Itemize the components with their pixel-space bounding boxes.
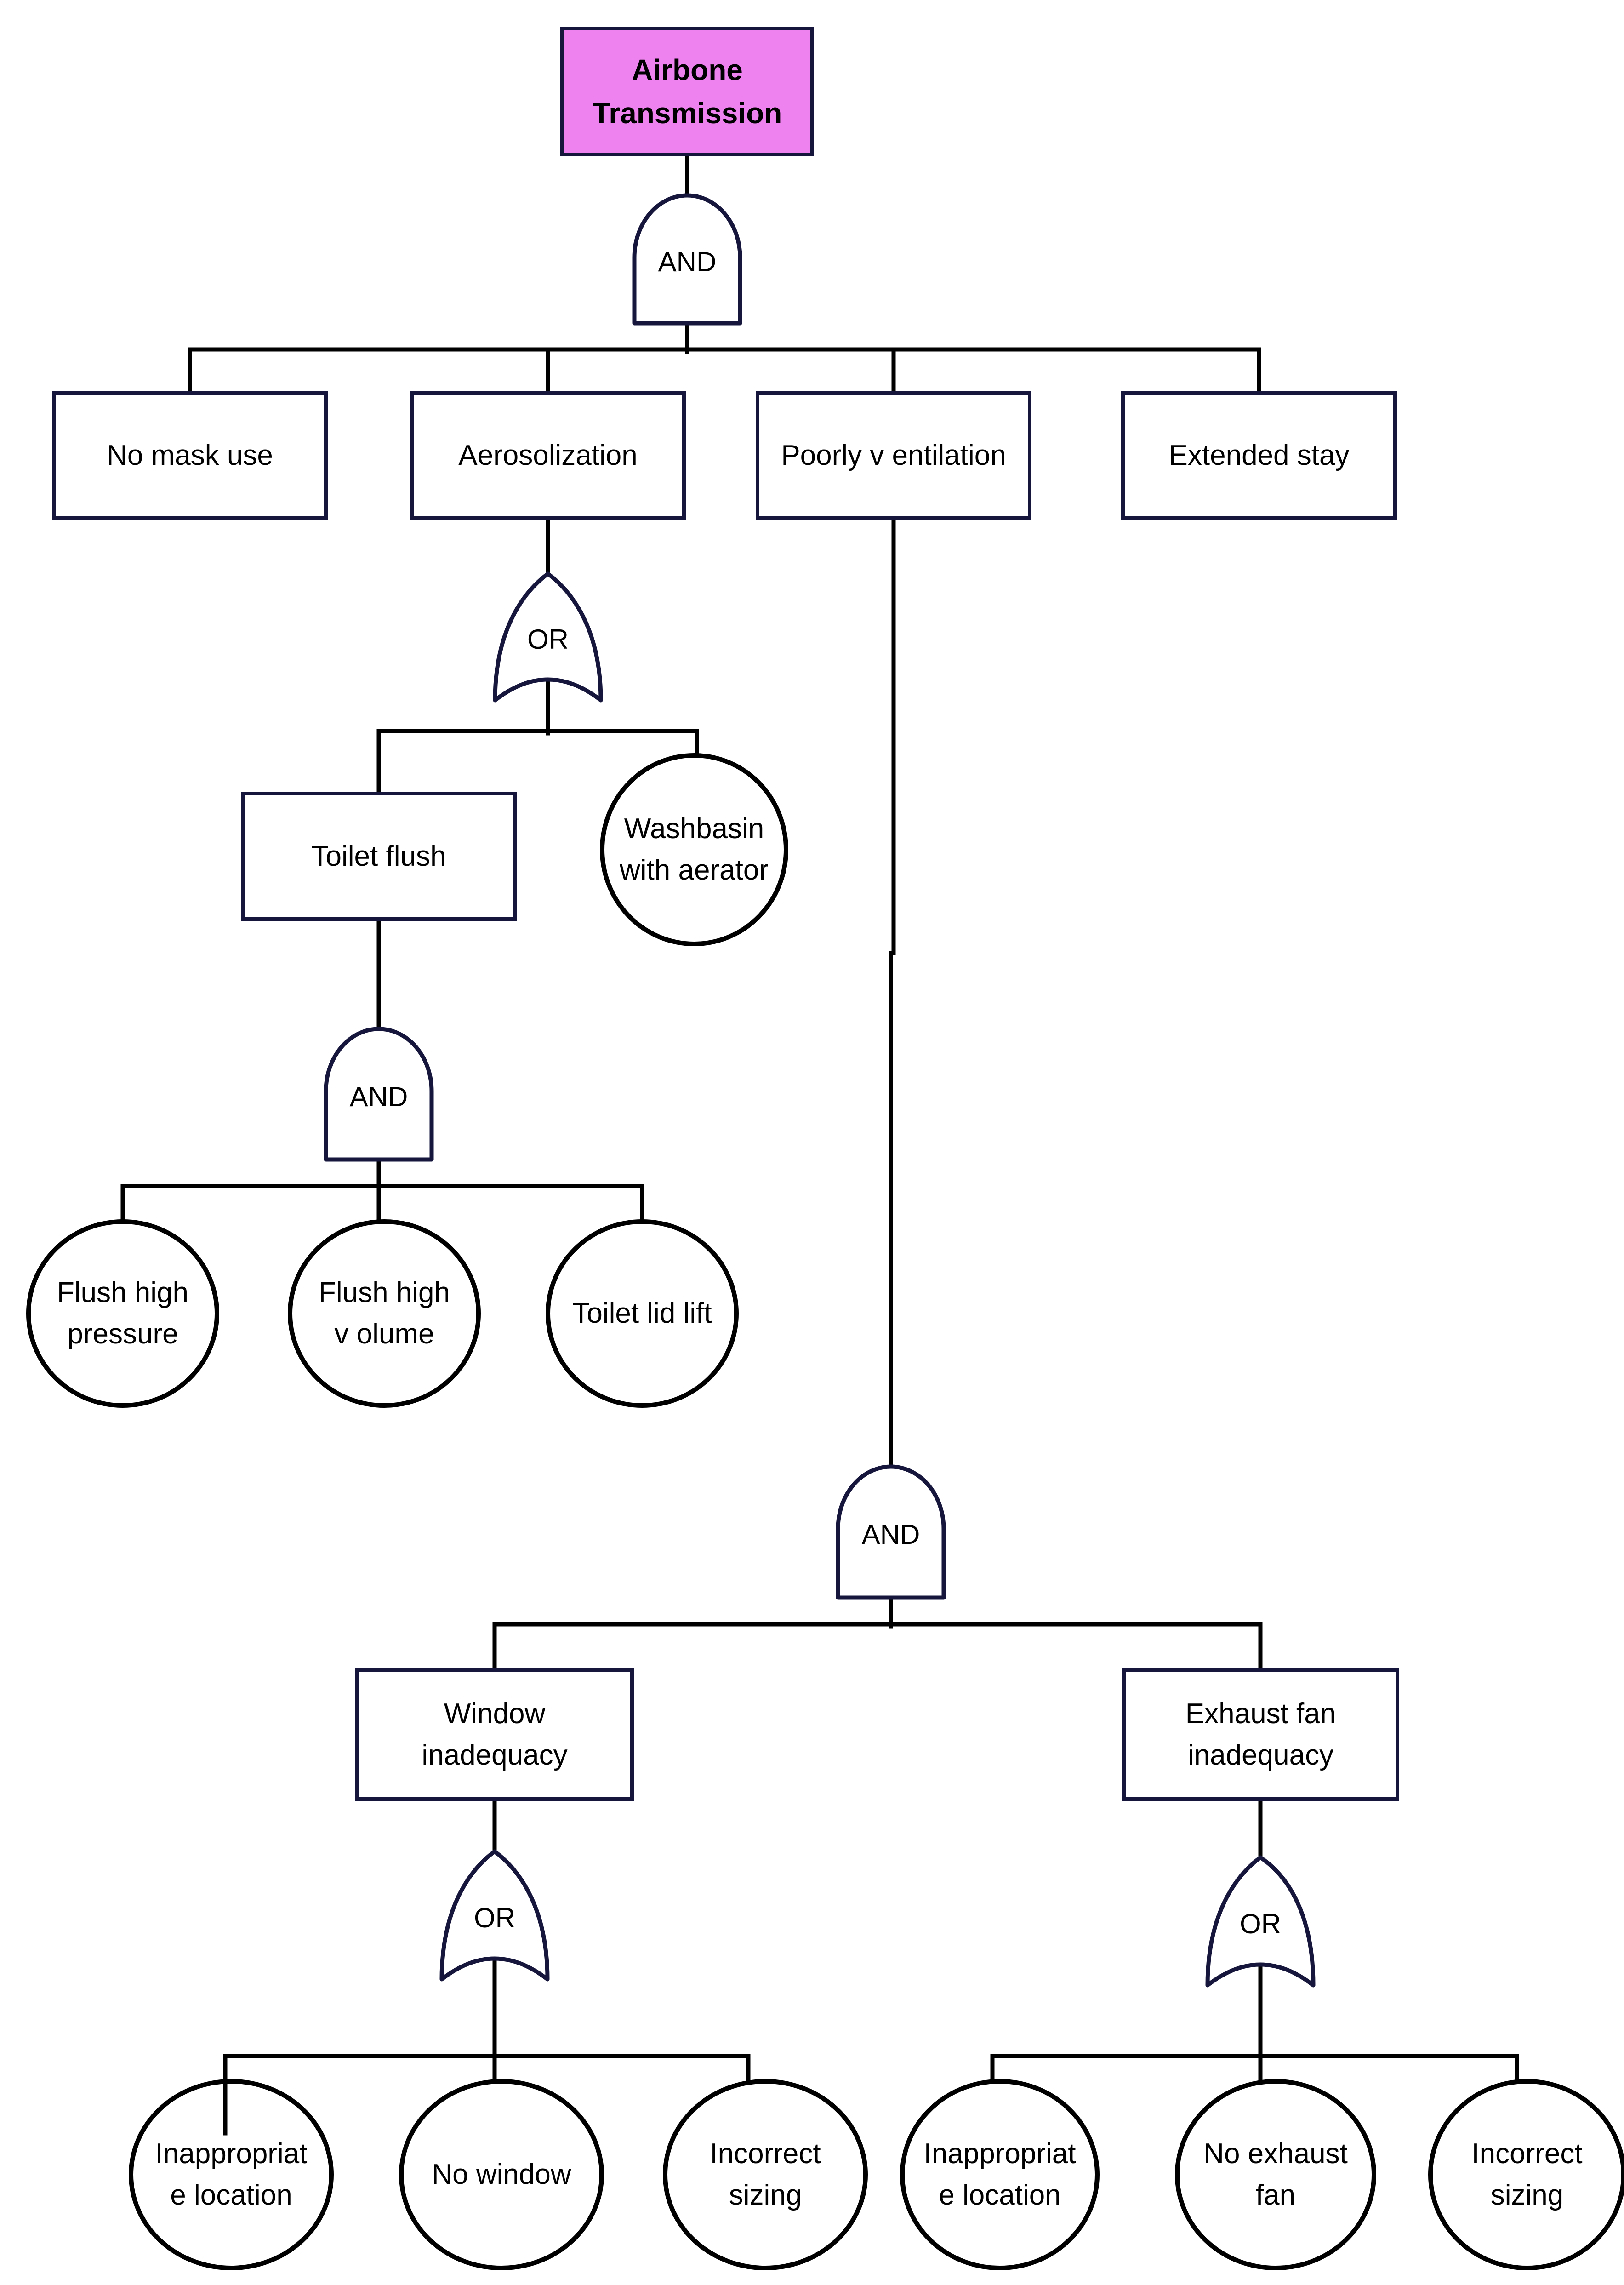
no-exhaust-circle [1175, 2079, 1376, 2270]
connector-lines [120, 154, 1519, 2089]
basic-event-toilet-lid: Toilet lid lift [572, 1297, 712, 1329]
toilet-and-gate-label: AND [349, 1081, 408, 1112]
basic-event-window-sizing: Incorrect sizing [710, 2138, 821, 2211]
window-or-gate-shape [439, 1849, 550, 1982]
event-box-exhaust-inadequacy: Exhaust fan inadequacy [1122, 1668, 1399, 1801]
gate-shapes [324, 193, 1316, 1988]
event-box-poor-ventilation: Poorly v entilation [756, 391, 1031, 520]
basic-event-flush-pressure: Flush high pressure [57, 1277, 189, 1350]
root-and-gate-label: AND [658, 246, 717, 277]
toilet-lid-circle [546, 1219, 739, 1408]
event-box-window-inadequacy: Window inadequacy [355, 1668, 634, 1801]
ventilation-and-gate-shape [836, 1464, 946, 1600]
event-box-no-mask: No mask use [52, 391, 328, 520]
basic-event-washbasin: Washbasin with aerator [620, 813, 769, 886]
exhaust-sizing-circle [1428, 2079, 1624, 2270]
basic-event-exhaust-location: Inappropriat e location [923, 2138, 1076, 2211]
event-box-extended-stay: Extended stay [1121, 391, 1397, 520]
window-sizing-circle [663, 2079, 868, 2270]
flush-volume-circle [288, 1219, 481, 1408]
aerosol-or-gate-shape [493, 571, 603, 703]
toilet-and-gate-shape [324, 1027, 434, 1162]
basic-event-circles [26, 753, 1624, 2270]
event-box-aerosolization: Aerosolization [410, 391, 686, 520]
basic-event-flush-volume: Flush high v olume [318, 1277, 450, 1350]
washbasin-circle [600, 753, 788, 946]
basic-event-no-exhaust: No exhaust fan [1203, 2138, 1348, 2211]
basic-event-window-location: Inappropriat e location [155, 2138, 308, 2211]
no-window-circle [399, 2079, 604, 2270]
window-location-circle [129, 2079, 334, 2270]
flush-pressure-circle [26, 1219, 219, 1408]
root-and-gate-shape [632, 193, 742, 326]
aerosol-or-gate-label: OR [527, 624, 569, 655]
event-box-toilet-flush: Toilet flush [241, 792, 517, 921]
exhaust-or-gate-label: OR [1240, 1908, 1281, 1939]
window-or-gate-label: OR [474, 1902, 515, 1933]
basic-event-exhaust-sizing: Incorrect sizing [1471, 2138, 1583, 2211]
top-event-box: Airbone Transmission [560, 27, 814, 156]
exhaust-or-gate-shape [1205, 1855, 1316, 1988]
ventilation-and-gate-label: AND [861, 1519, 920, 1550]
basic-event-no-window: No window [432, 2159, 571, 2190]
exhaust-location-circle [900, 2079, 1100, 2270]
